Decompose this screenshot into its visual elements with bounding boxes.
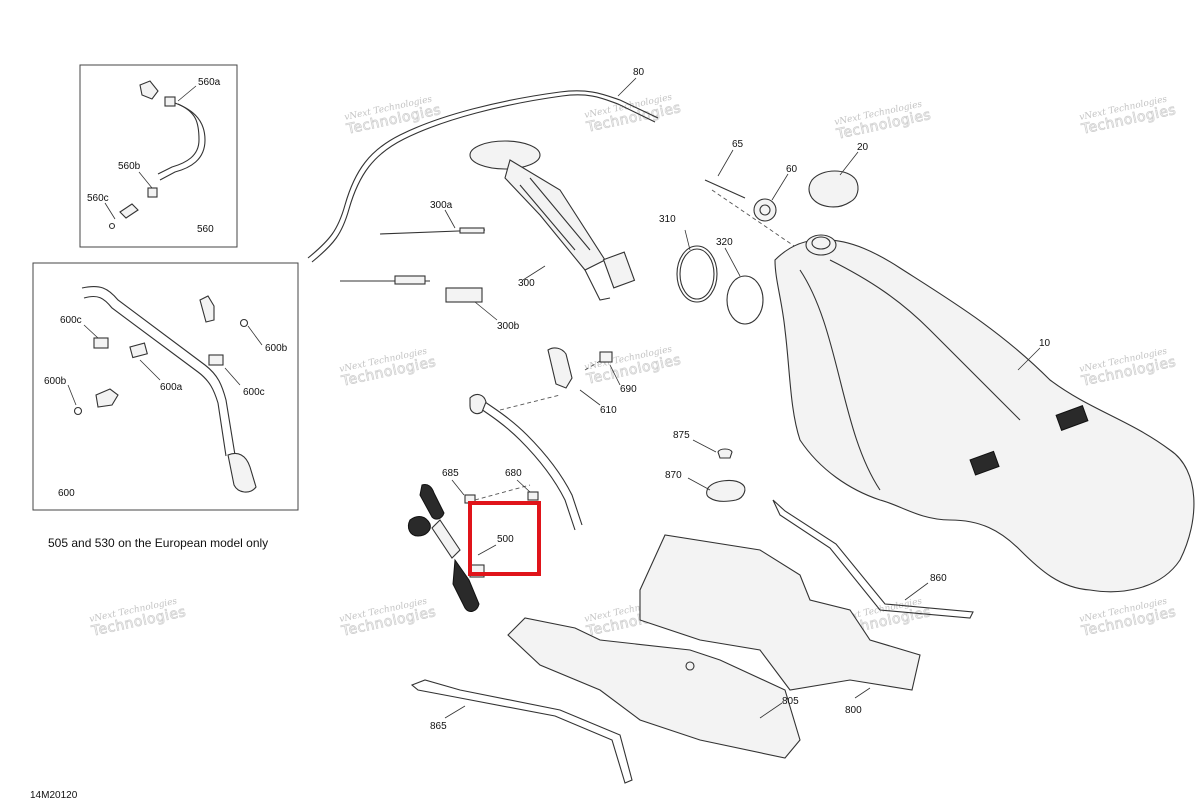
callout-685: 685 (442, 468, 459, 479)
pump-body (504, 159, 606, 271)
fuel-pump-300: 300 300a 300b (340, 140, 636, 332)
callout-600a: 600a (160, 382, 183, 393)
callout-600b: 600b (265, 343, 288, 354)
callout-320: 320 (716, 237, 733, 248)
highlight-box-500 (468, 501, 541, 576)
filler-hose (81, 285, 236, 456)
hose-500 (452, 558, 480, 612)
hose-610: 690 610 (469, 347, 637, 531)
oring-560c (108, 222, 116, 230)
inset-560-frame (79, 64, 238, 248)
vent-fitting (199, 295, 215, 323)
drawing-id: 14M20120 (30, 790, 78, 801)
callout-300: 300 (518, 278, 535, 289)
callout-10: 10 (1039, 338, 1051, 349)
european-model-note: 505 and 530 on the European model only (48, 536, 268, 550)
callout-65: 65 (732, 139, 744, 150)
clamp-560b (147, 187, 158, 198)
callout-600c-right: 600c (243, 387, 265, 398)
clamp-560a (164, 96, 176, 107)
inset-560: 560a 560b 560c 560 (79, 64, 238, 248)
callout-600c: 600c (60, 315, 82, 326)
tank-bracket (969, 450, 1000, 476)
callout-80: 80 (633, 67, 645, 78)
cap-adapter-60 (753, 198, 777, 222)
callout-800: 800 (845, 705, 862, 716)
fuel-filter-500: 685 680 500 (407, 468, 541, 612)
callout-870: 870 (665, 470, 682, 481)
inset-600: 600c 600b 600a 600b 600c 600 (32, 262, 299, 511)
clamp-600c-b (208, 354, 224, 366)
cap-and-rings: 65 60 20 310 320 (659, 139, 869, 325)
callout-310: 310 (659, 214, 676, 225)
callout-560a: 560a (198, 77, 221, 88)
pump-filter (602, 251, 636, 289)
ring-320 (726, 275, 764, 325)
clip-680 (527, 491, 539, 501)
plug-875 (717, 448, 733, 459)
callout-610: 610 (600, 405, 617, 416)
callout-805: 805 (782, 696, 799, 707)
straps-and-pads: 860 805 800 865 (410, 499, 974, 784)
small-parts: 875 870 (665, 430, 746, 502)
callout-300b: 300b (497, 321, 520, 332)
callout-600b-left: 600b (44, 376, 67, 387)
pad-800 (639, 534, 921, 691)
vent-hose-upper (547, 347, 573, 389)
strap-865 (410, 679, 633, 784)
pad-805 (507, 617, 801, 759)
pump-flange (469, 140, 541, 170)
callout-860: 860 (930, 573, 947, 584)
callout-500: 500 (497, 534, 514, 545)
tank-neck (805, 234, 837, 256)
oring-600b-a (73, 406, 83, 416)
strap-860 (772, 499, 974, 619)
callout-875: 875 (673, 430, 690, 441)
clamp-600 (129, 342, 148, 359)
hose-end (227, 452, 257, 493)
callout-20: 20 (857, 142, 869, 153)
fitting-560c (119, 203, 139, 219)
callout-560b: 560b (118, 161, 141, 172)
screw-65 (704, 179, 746, 199)
oring-600b (239, 318, 249, 328)
vent-line-80: 80 (307, 67, 659, 263)
clip-690 (599, 351, 613, 363)
support-870 (706, 479, 746, 502)
inset-600-frame (32, 262, 299, 511)
callout-560c: 560c (87, 193, 109, 204)
fitting-560 (139, 80, 159, 100)
callout-680: 680 (505, 468, 522, 479)
gas-cap-20 (808, 170, 859, 208)
callout-600: 600 (58, 488, 75, 499)
callout-60: 60 (786, 164, 798, 175)
fuel-tank-10: 10 (774, 234, 1195, 593)
ring-310 (676, 245, 718, 303)
callout-560: 560 (197, 224, 214, 235)
clamp-600c (93, 337, 109, 349)
callout-300a: 300a (430, 200, 453, 211)
float-300b (445, 287, 483, 303)
callout-865: 865 (430, 721, 447, 732)
fitting-600a (95, 388, 119, 408)
callout-690: 690 (620, 384, 637, 395)
